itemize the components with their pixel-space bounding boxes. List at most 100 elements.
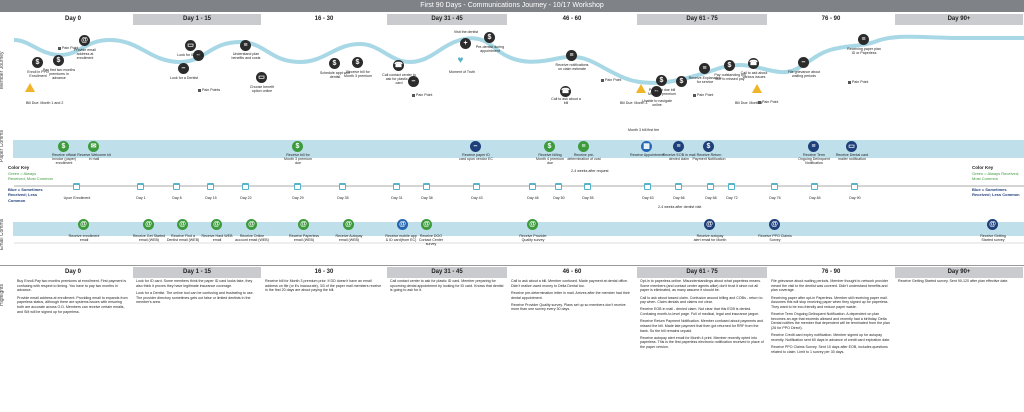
calendar-icon bbox=[644, 183, 651, 190]
pain-point-text: Pain Point bbox=[605, 78, 622, 82]
moment-of-truth-label: Moment of Truth bbox=[449, 70, 476, 74]
phase-header: 16 - 30 bbox=[262, 14, 386, 25]
highlights-column: Receive bill for Month 3 premium prior. … bbox=[265, 279, 383, 296]
warning-icon bbox=[752, 84, 762, 93]
phase-header: Day 31 - 45 bbox=[387, 14, 507, 25]
highlight-paragraph: Call to ask about tossed claim. Confusio… bbox=[640, 295, 763, 305]
document-icon: ≡ bbox=[699, 63, 710, 74]
color-key-blue: Blue = Sometimes Received; Less Common bbox=[8, 187, 43, 203]
warning-icon bbox=[25, 83, 35, 92]
timeline-note-weeks: 2-4 weeks after dentist visit bbox=[658, 205, 702, 209]
journey-step: Pay outstanding bill due to missed pay bbox=[714, 73, 746, 82]
dollar-icon: $ bbox=[544, 141, 555, 152]
bill-due-label: Bill Due: Month 3 bbox=[620, 101, 648, 105]
dollar-icon: $ bbox=[53, 55, 64, 66]
timeline-day-label: Day 15 bbox=[205, 196, 217, 200]
highlight-paragraph: Receive Credit card expiry notification.… bbox=[771, 333, 891, 342]
no-entry-icon: – bbox=[798, 57, 809, 68]
email-icon: @ bbox=[421, 219, 432, 230]
dollar-icon: $ bbox=[676, 76, 687, 87]
calendar-icon bbox=[851, 183, 858, 190]
pain-point-label: Pain Point bbox=[693, 93, 713, 97]
journey-step: Receive bill for Month 3 premium bbox=[344, 70, 372, 79]
bill-due-label: Bill Due: Month 1 and 2 bbox=[26, 101, 64, 105]
highlight-paragraph: Receive Provider Quality survey. Plans s… bbox=[511, 302, 626, 312]
email-item: Receive Provider Quality survey bbox=[519, 234, 547, 243]
phase-header: Day 90+ bbox=[895, 14, 1023, 25]
email-icon: @ bbox=[143, 219, 154, 230]
email-item: Receive DOO Contact Center survey bbox=[418, 234, 444, 247]
card-icon: ▭ bbox=[846, 141, 857, 152]
email-icon: @ bbox=[527, 219, 538, 230]
timeline-day-label: Day 72 bbox=[726, 196, 738, 200]
paper-note-bill: Month 3 bill first fee bbox=[628, 128, 660, 132]
no-entry-icon: – bbox=[408, 76, 419, 87]
email-item: Receive enrollment email bbox=[68, 234, 100, 243]
timeline-day-label: Day 31 bbox=[391, 196, 403, 200]
dollar-icon: $ bbox=[352, 57, 363, 68]
pain-point-text: Pain Point bbox=[852, 80, 869, 84]
journey-step: Schedule appt with dentist bbox=[319, 71, 351, 80]
highlights-column: Look for ID card. Some members think the… bbox=[136, 279, 258, 307]
email-icon: @ bbox=[397, 219, 408, 230]
highlight-paragraph: Call contact center to ask for plastic I… bbox=[390, 279, 504, 293]
paper-item: Receive Return Payment Notification bbox=[692, 153, 726, 162]
paper-comms-band bbox=[13, 140, 1024, 158]
highlight-paragraph: Look for a Dentist. The online tool can … bbox=[136, 290, 254, 305]
calendar-icon bbox=[137, 183, 144, 190]
pain-point-dot-icon bbox=[693, 93, 696, 97]
journey-step: Call contact center to ask for plastic I… bbox=[382, 73, 416, 86]
journey-step: Understand plan benefits and costs bbox=[231, 52, 261, 61]
pain-point-label: Pain Point bbox=[848, 80, 868, 84]
email-icon: @ bbox=[769, 219, 780, 230]
highlights-header: Day 31 - 45 bbox=[387, 267, 507, 278]
email-icon: @ bbox=[177, 219, 188, 230]
highlights-header: 76 - 90 bbox=[768, 267, 894, 278]
journey-step: Receive Explanation for service bbox=[688, 76, 722, 85]
highlights-column: Opt-in to paperless online. Misunderstan… bbox=[640, 279, 764, 352]
timeline-day-label: Day 55 bbox=[582, 196, 594, 200]
email-icon: @ bbox=[704, 219, 715, 230]
heart-icon: ♥ bbox=[457, 55, 464, 66]
paper-item: Receive EOB in mail denied claim bbox=[662, 153, 696, 162]
monitor-icon: ▭ bbox=[256, 72, 267, 83]
calendar-icon bbox=[339, 183, 346, 190]
color-key-title: Color Key bbox=[972, 165, 994, 170]
journey-step: Look for ID card bbox=[177, 53, 203, 57]
highlights-header: Day 1 - 15 bbox=[133, 267, 261, 278]
page-title: First 90 Days - Communications Journey -… bbox=[0, 0, 1024, 12]
calendar-icon bbox=[294, 183, 301, 190]
document-icon: ≡ bbox=[808, 141, 819, 152]
color-key-green: Green = Always Received; Most Common bbox=[8, 170, 53, 182]
timeline-day-label: Day 84 bbox=[809, 196, 821, 200]
timeline-day-label: Day 38 bbox=[421, 196, 433, 200]
email-icon: @ bbox=[78, 219, 89, 230]
timeline-day-label: Day 35 bbox=[337, 196, 349, 200]
journey-step: Call to ask about various issues bbox=[740, 71, 768, 80]
highlight-paragraph: Receive PPO Claims Survey. Sent 10 days … bbox=[771, 345, 888, 354]
email-item: Receive Get Started email (WEB) bbox=[132, 234, 166, 243]
email-icon: @ bbox=[343, 219, 354, 230]
email-icon: @ bbox=[211, 219, 222, 230]
no-entry-icon: – bbox=[651, 86, 662, 97]
highlight-paragraph: Receive pre-determination letter in mail… bbox=[511, 290, 630, 300]
highlight-paragraph: Provide email address at enrollment. Pro… bbox=[17, 295, 128, 314]
journey-step: Provide email address at enrollment bbox=[74, 48, 96, 61]
pain-point-text: Pain Point bbox=[697, 93, 714, 97]
journey-step: Pay past due bill Month 3 premium bbox=[648, 88, 676, 97]
dollar-icon: $ bbox=[703, 141, 714, 152]
highlights-column: Call to ask about a bill. Member confuse… bbox=[511, 279, 633, 315]
journey-step: Call to ask about a bill bbox=[551, 97, 581, 106]
calendar-icon bbox=[675, 183, 682, 190]
phase-header: 46 - 60 bbox=[508, 14, 636, 25]
email-item: Receive autopay alert email for Month bbox=[693, 234, 727, 243]
calendar-icon bbox=[707, 183, 714, 190]
highlights-column: Call contact center to ask for plastic I… bbox=[390, 279, 504, 296]
phase-header: 76 - 90 bbox=[768, 14, 894, 25]
email-icon: @ bbox=[298, 219, 309, 230]
timeline-day-label: Day 76 bbox=[769, 196, 781, 200]
bill-due-label: Bill Due: Month 4 bbox=[735, 101, 763, 105]
pain-point-label: Pain Point bbox=[758, 100, 778, 104]
mail-icon: ✉ bbox=[88, 141, 99, 152]
dollar-icon: $ bbox=[32, 57, 43, 68]
